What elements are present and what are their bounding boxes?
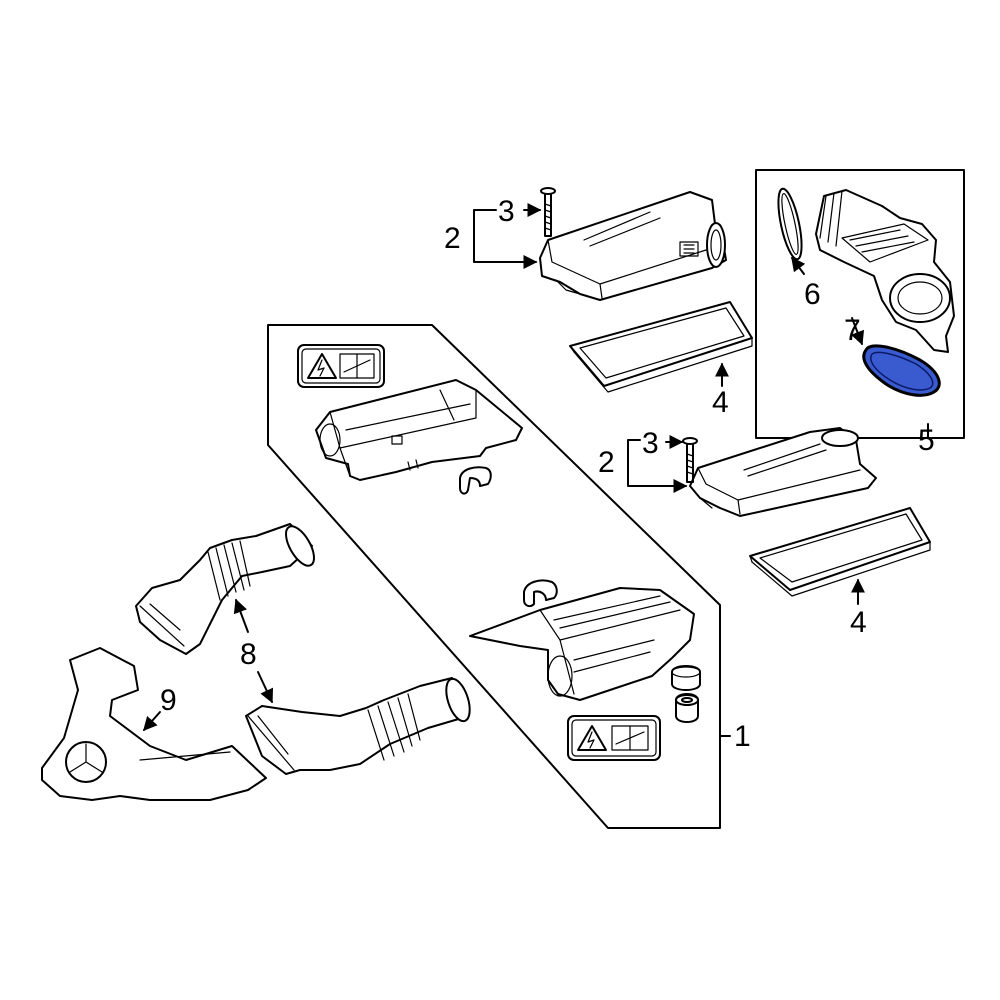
housing-upper-half[interactable] (315, 379, 523, 481)
callout-2-upper: 2 (444, 222, 461, 255)
intake-hose-upper[interactable] (135, 522, 320, 655)
electrical-warning-icon (307, 353, 337, 379)
air-cleaner-cover-lower[interactable] (689, 427, 877, 517)
callout-8: 8 (240, 638, 257, 671)
housing-lower-half[interactable] (469, 587, 695, 701)
wrench-icon (343, 359, 371, 373)
electrical-warning-icon (577, 725, 607, 751)
callout-7: 7 (844, 314, 861, 347)
callout-6: 6 (804, 278, 821, 311)
clip-lower[interactable] (523, 579, 558, 608)
callout-3-upper: 3 (498, 195, 515, 228)
air-filter-upper[interactable] (569, 301, 753, 393)
air-filter-lower[interactable] (749, 507, 931, 597)
bolt-upper[interactable] (540, 187, 556, 237)
clip-upper[interactable] (459, 466, 492, 495)
callout-4-lower: 4 (850, 606, 867, 639)
assembly-5-outline (755, 169, 965, 439)
bushing[interactable] (675, 693, 699, 723)
callout-9: 9 (160, 684, 177, 717)
air-cleaner-cover-upper[interactable] (539, 191, 727, 301)
intake-duct-5[interactable] (815, 189, 955, 353)
wrench-icon (615, 731, 645, 745)
callout-1: 1 (734, 720, 751, 753)
intake-hose-lower[interactable] (245, 676, 474, 775)
callout-4-upper: 4 (712, 386, 729, 419)
warning-label-lower (567, 715, 661, 761)
mercedes-star-icon (65, 741, 107, 783)
warning-label-upper (297, 344, 385, 388)
assembly-1-outline (267, 324, 721, 829)
callout-3-lower: 3 (642, 427, 659, 460)
grommet[interactable] (671, 665, 701, 691)
callout-5: 5 (918, 424, 935, 457)
clamp-6[interactable] (774, 187, 807, 261)
callout-2-lower: 2 (598, 446, 615, 479)
gasket-7[interactable] (862, 344, 941, 397)
engine-cover-9[interactable] (41, 647, 267, 801)
